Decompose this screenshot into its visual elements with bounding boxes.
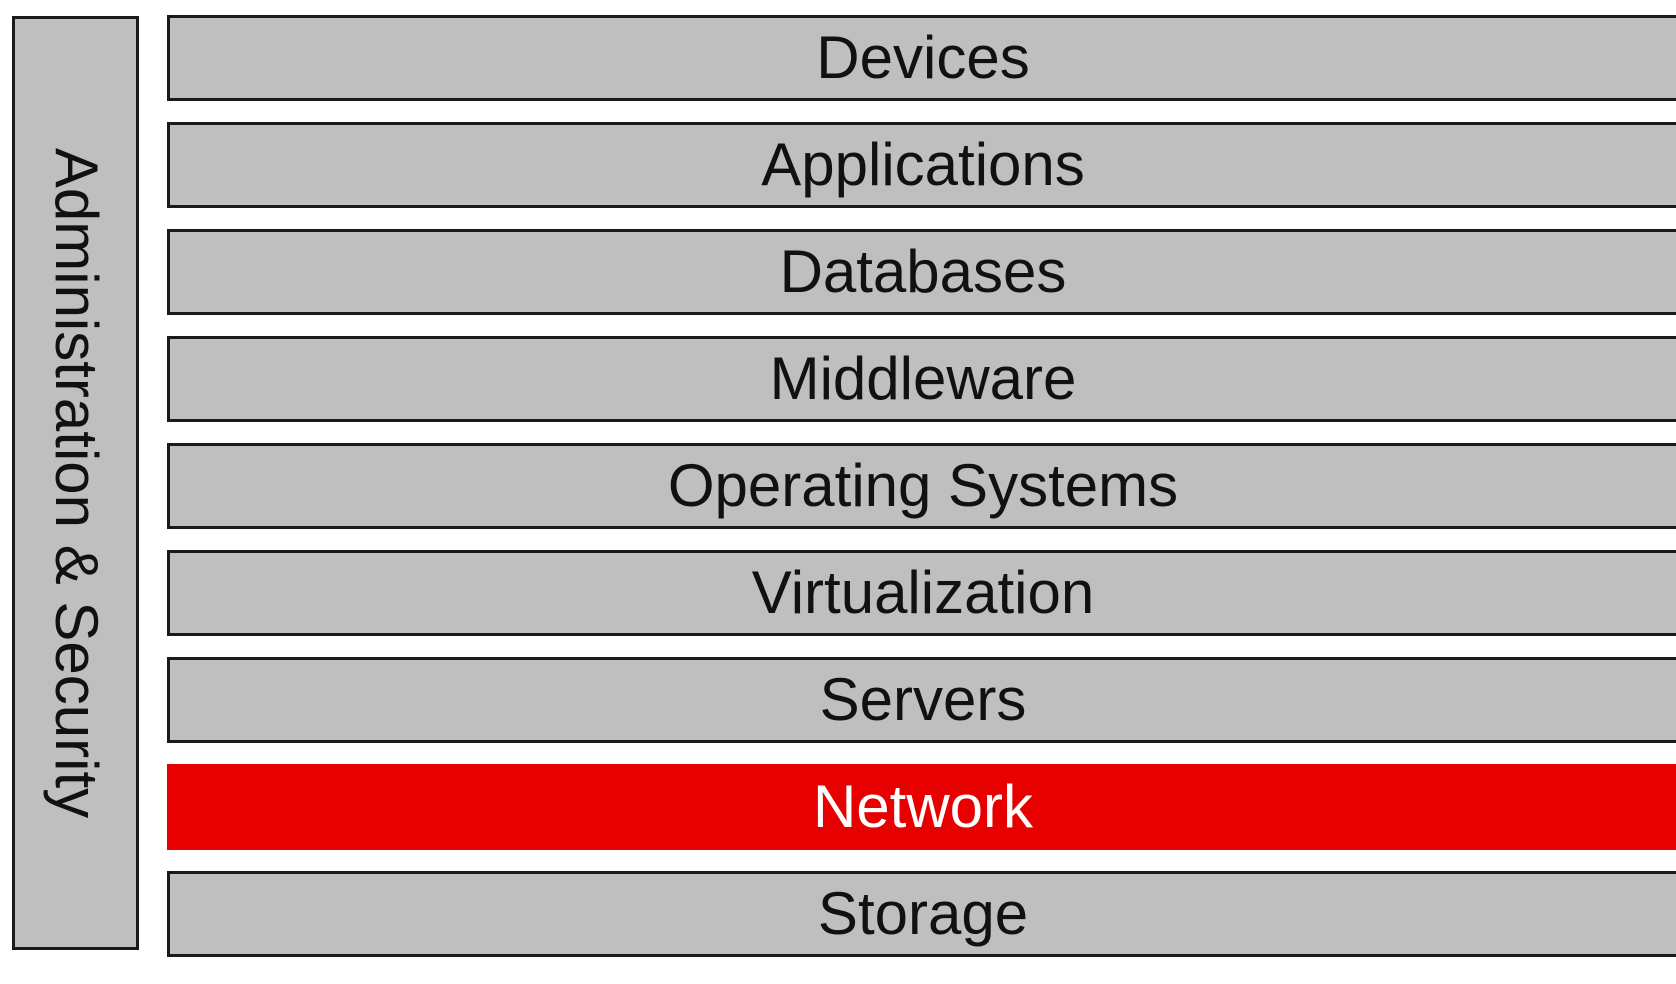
layer-storage: Storage bbox=[167, 871, 1676, 957]
layer-label: Databases bbox=[779, 238, 1067, 305]
layer-databases: Databases bbox=[167, 229, 1676, 315]
layer-operating-systems: Operating Systems bbox=[167, 443, 1676, 529]
layer-label: Applications bbox=[761, 131, 1085, 198]
administration-security-bar: Administration & Security bbox=[12, 16, 139, 950]
layer-label: Storage bbox=[817, 880, 1029, 947]
layer-label: Network bbox=[812, 773, 1034, 840]
layer-label: Virtualization bbox=[751, 559, 1095, 626]
administration-security-label: Administration & Security bbox=[42, 147, 110, 819]
layer-middleware: Middleware bbox=[167, 336, 1676, 422]
layer-label: Middleware bbox=[769, 345, 1077, 412]
layer-servers: Servers bbox=[167, 657, 1676, 743]
layer-applications: Applications bbox=[167, 122, 1676, 208]
layer-label: Servers bbox=[819, 666, 1027, 733]
layer-label: Operating Systems bbox=[667, 452, 1179, 519]
layer-label: Devices bbox=[816, 24, 1030, 91]
layer-devices: Devices bbox=[167, 15, 1676, 101]
layer-network: Network bbox=[167, 764, 1676, 850]
layer-virtualization: Virtualization bbox=[167, 550, 1676, 636]
